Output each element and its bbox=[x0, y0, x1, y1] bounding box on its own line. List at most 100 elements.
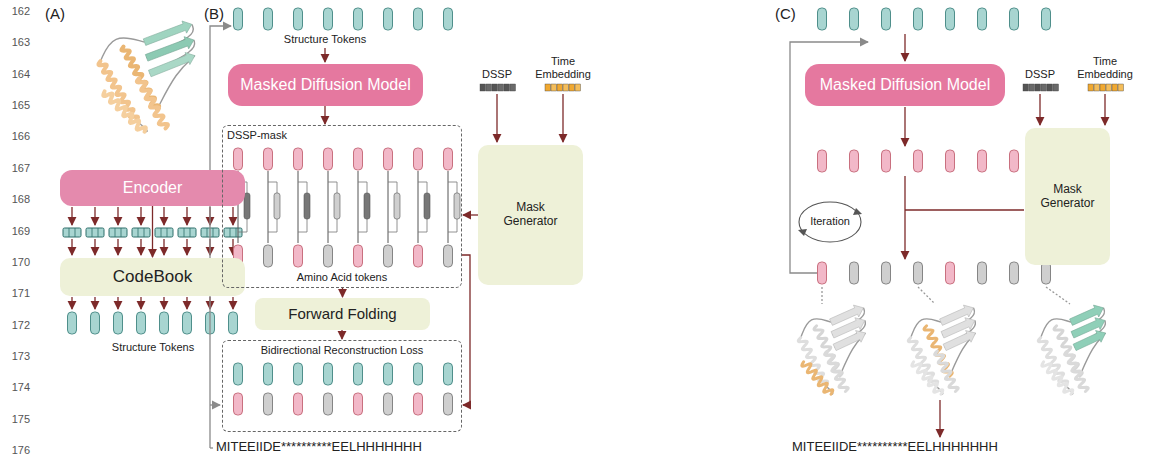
line-number: 167 bbox=[0, 162, 30, 175]
token bbox=[414, 363, 423, 385]
process-box: Masked Diffusion Model bbox=[228, 64, 423, 106]
arrow-line bbox=[496, 94, 497, 142]
box-label: Mask Generator bbox=[496, 201, 566, 229]
arrow-line bbox=[140, 297, 141, 309]
token bbox=[264, 8, 273, 30]
token bbox=[234, 148, 243, 170]
embedding-bar bbox=[1023, 84, 1029, 91]
embedding-vector bbox=[63, 228, 81, 237]
arrow-line bbox=[939, 400, 940, 437]
arrow-line bbox=[904, 107, 905, 146]
token bbox=[264, 363, 273, 385]
line-number: 168 bbox=[0, 193, 30, 206]
token bbox=[68, 312, 77, 334]
row-caption: Structure Tokens bbox=[72, 341, 234, 354]
dashed-group: DSSP-maskAmino Acid tokens bbox=[222, 125, 462, 288]
line-number: 173 bbox=[0, 350, 30, 363]
token bbox=[324, 363, 333, 385]
embedding-bar bbox=[1106, 84, 1112, 91]
token bbox=[1010, 8, 1019, 30]
line-number: 170 bbox=[0, 256, 30, 269]
embedding-bar bbox=[575, 84, 581, 91]
arrow-line bbox=[324, 48, 325, 62]
line-number: 176 bbox=[0, 444, 30, 457]
arrow-line bbox=[904, 176, 905, 259]
token bbox=[294, 363, 303, 385]
embedding-bar bbox=[1112, 84, 1118, 91]
embedding-bar bbox=[498, 84, 504, 91]
arrow-line bbox=[117, 297, 118, 309]
token bbox=[384, 8, 393, 30]
arrow-line bbox=[562, 94, 563, 142]
embedding-bar bbox=[504, 84, 510, 91]
token bbox=[882, 150, 891, 172]
token bbox=[384, 245, 393, 267]
line-number: 166 bbox=[0, 130, 30, 143]
token bbox=[264, 245, 273, 267]
line-number: 162 bbox=[0, 5, 30, 18]
token bbox=[1010, 150, 1019, 172]
mask-token bbox=[304, 193, 310, 219]
token bbox=[444, 8, 453, 30]
row-caption: Structure Tokens bbox=[245, 33, 405, 46]
token bbox=[324, 393, 333, 415]
input-label: DSSP bbox=[1015, 68, 1065, 81]
helix bbox=[802, 362, 833, 394]
box-label: Mask Generator bbox=[1037, 183, 1099, 211]
arrow-line bbox=[71, 207, 72, 225]
arrow-line bbox=[140, 239, 141, 255]
arrow-line bbox=[71, 297, 72, 309]
arrow-line bbox=[1039, 94, 1040, 125]
embedding-bar bbox=[1035, 84, 1041, 91]
token bbox=[324, 148, 333, 170]
token bbox=[294, 8, 303, 30]
token bbox=[444, 245, 453, 267]
line-number: 169 bbox=[0, 225, 30, 238]
arrow-line bbox=[918, 287, 935, 304]
embedding-vector bbox=[109, 228, 127, 237]
embedding-bar bbox=[551, 84, 557, 91]
token bbox=[354, 245, 363, 267]
embedding-bar bbox=[1029, 84, 1035, 91]
mask-token bbox=[394, 193, 400, 219]
line-number: 174 bbox=[0, 381, 30, 394]
process-box: Mask Generator bbox=[478, 145, 583, 285]
embedding-bar bbox=[1118, 84, 1124, 91]
loop-label: Iteration bbox=[805, 215, 855, 228]
embedding-bar bbox=[1088, 84, 1094, 91]
arrow-line bbox=[163, 207, 164, 225]
token bbox=[137, 312, 146, 334]
arrow-line bbox=[1046, 287, 1070, 304]
embedding-bar bbox=[569, 84, 575, 91]
embedding-bar bbox=[510, 84, 516, 91]
arrow-line bbox=[210, 447, 213, 448]
token bbox=[354, 8, 363, 30]
line-number: 163 bbox=[0, 36, 30, 49]
arrow-line bbox=[186, 207, 187, 225]
token bbox=[324, 245, 333, 267]
helix bbox=[912, 362, 943, 394]
box-label: CodeBook bbox=[113, 267, 192, 287]
flow-arrow bbox=[324, 106, 325, 124]
token bbox=[946, 8, 955, 30]
embedding-vector bbox=[86, 228, 104, 237]
line-number: 164 bbox=[0, 68, 30, 81]
flow-arrow bbox=[462, 255, 470, 405]
arrow-line bbox=[186, 297, 187, 309]
beta-strand bbox=[148, 53, 194, 77]
token bbox=[1010, 262, 1019, 284]
mask-token bbox=[364, 193, 370, 219]
token bbox=[444, 393, 453, 415]
token bbox=[882, 262, 891, 284]
mask-token bbox=[244, 193, 250, 219]
token bbox=[234, 363, 243, 385]
token bbox=[850, 150, 859, 172]
token bbox=[234, 393, 243, 415]
token bbox=[264, 148, 273, 170]
token bbox=[818, 262, 827, 284]
embedding-bar bbox=[486, 84, 492, 91]
flow-arrow bbox=[463, 214, 478, 215]
arrow-line bbox=[163, 297, 164, 309]
panel-letter: (A) bbox=[45, 5, 65, 22]
mask-token bbox=[334, 193, 340, 219]
